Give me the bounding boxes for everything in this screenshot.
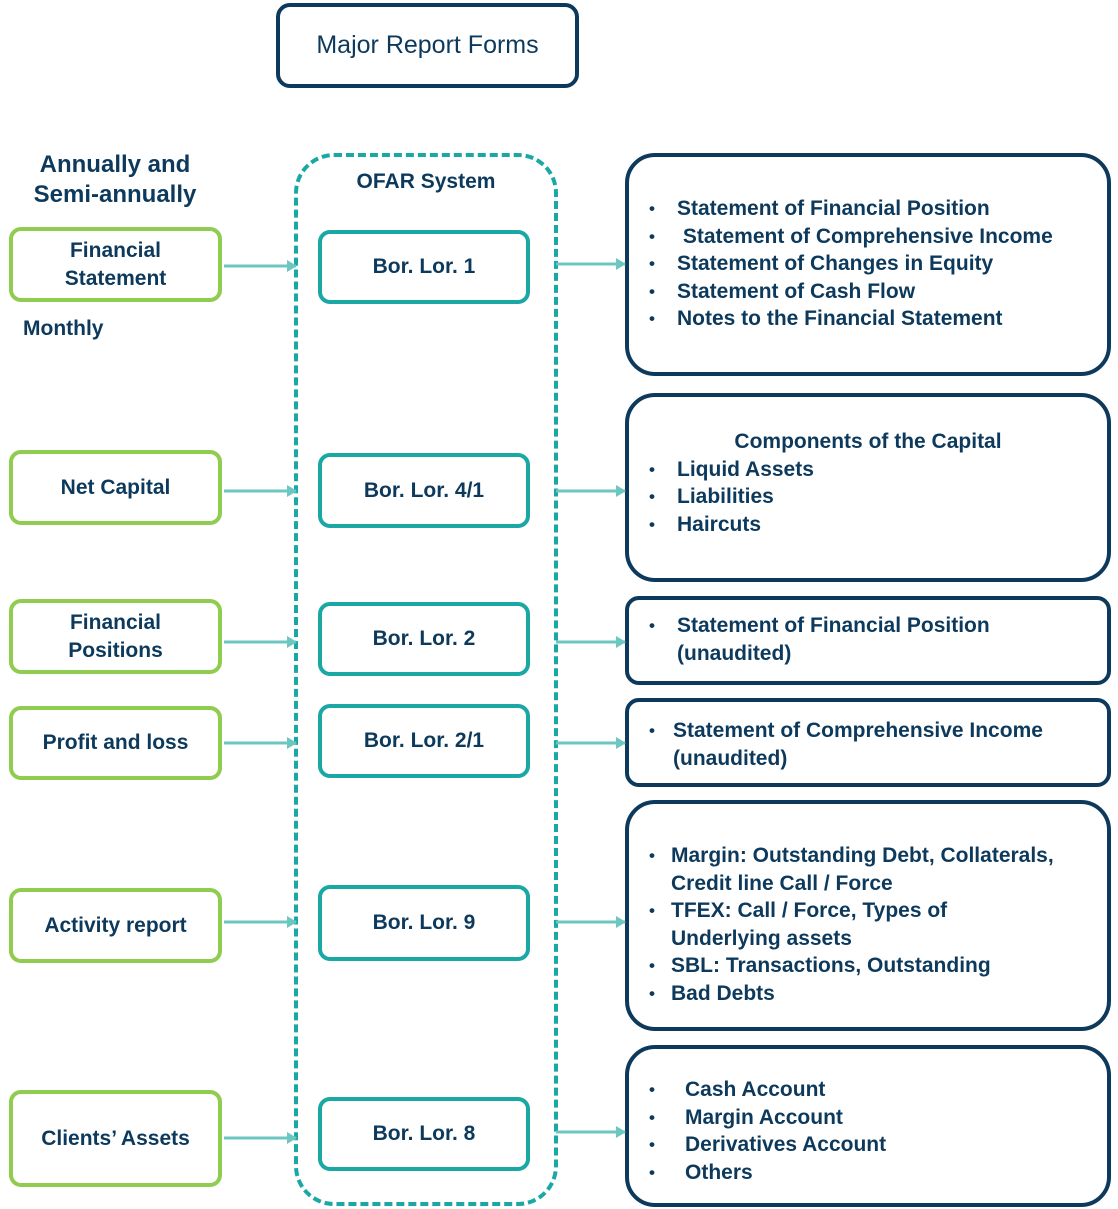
detail-item: Margin: Outstanding Debt, Collaterals, <box>629 842 1107 870</box>
ofar-system-frame <box>294 153 558 1206</box>
source-label-line1: Activity report <box>44 913 187 937</box>
ofar-system-label: OFAR System <box>356 170 496 193</box>
detail-item: Notes to the Financial Statement <box>629 305 1107 333</box>
detail-item: Statement of Cash Flow <box>629 278 1107 306</box>
detail-item: Derivatives Account <box>629 1131 1107 1159</box>
detail-box-bor-lor-2-1: Statement of Comprehensive Income (unaud… <box>625 698 1111 787</box>
frequency-annual-line2: Semi-annually <box>33 181 197 208</box>
form-box-bor-lor-9: Bor. Lor. 9 <box>318 885 530 961</box>
frequency-monthly-label: Monthly <box>23 317 104 340</box>
detail-box-bor-lor-2: Statement of Financial Position (unaudit… <box>625 596 1111 685</box>
source-label-line1: Financial <box>69 610 161 634</box>
source-box-net-capital: Net Capital <box>9 450 222 525</box>
source-box-clients-assets: Clients’ Assets <box>9 1090 222 1187</box>
detail-box-bor-lor-8: Cash Account Margin Account Derivatives … <box>625 1045 1111 1207</box>
detail-item: Haircuts <box>629 511 1107 539</box>
detail-item: Statement of Comprehensive Income <box>629 223 1107 251</box>
detail-item: Liquid Assets <box>629 456 1107 484</box>
detail-item: TFEX: Call / Force, Types of <box>629 897 1107 925</box>
source-box-profit-and-loss: Profit and loss <box>9 706 222 780</box>
diagram-title: Major Report Forms <box>276 3 579 88</box>
source-label-line1: Clients’ Assets <box>41 1126 190 1150</box>
detail-item: Cash Account <box>629 1076 1107 1104</box>
source-label-line2: Positions <box>68 638 163 662</box>
detail-item: Bad Debts <box>629 980 1107 1008</box>
frequency-annual-line1: Annually and <box>39 151 191 178</box>
detail-item-continued: Credit line Call / Force <box>671 871 893 895</box>
detail-box-bor-lor-4-1: Components of the Capital Liquid Assets … <box>625 393 1111 582</box>
detail-item: SBL: Transactions, Outstanding <box>629 952 1107 980</box>
source-label-line1: Profit and loss <box>42 731 189 754</box>
source-label-line1: Net Capital <box>60 475 171 499</box>
source-label-line1: Financial <box>69 238 162 262</box>
detail-item: (unaudited) <box>677 641 792 665</box>
form-box-bor-lor-2: Bor. Lor. 2 <box>318 602 530 676</box>
detail-item: Statement of Changes in Equity <box>629 250 1107 278</box>
form-box-bor-lor-4-1: Bor. Lor. 4/1 <box>318 453 530 528</box>
detail-item: (unaudited) <box>673 746 788 770</box>
detail-item: Statement of Financial Position <box>629 195 1107 223</box>
detail-item: Statement of Financial Position <box>629 612 1107 640</box>
detail-item-continued: Underlying assets <box>671 926 852 950</box>
detail-item: Statement of Comprehensive Income <box>629 717 1107 745</box>
detail-box-bor-lor-1: Statement of Financial Position Statemen… <box>625 153 1111 376</box>
form-box-bor-lor-8: Bor. Lor. 8 <box>318 1097 530 1171</box>
frequency-annual-label: Annually and Semi-annually <box>10 150 220 210</box>
form-box-bor-lor-2-1: Bor. Lor. 2/1 <box>318 704 530 778</box>
form-box-bor-lor-1: Bor. Lor. 1 <box>318 230 530 304</box>
diagram-title-text: Major Report Forms <box>316 31 539 59</box>
detail-box-bor-lor-9: Margin: Outstanding Debt, Collaterals, C… <box>625 800 1111 1031</box>
source-label-line2: Statement <box>64 266 167 290</box>
detail-item: Liabilities <box>629 483 1107 511</box>
detail-item: Margin Account <box>629 1104 1107 1132</box>
detail-heading: Components of the Capital <box>734 430 1002 453</box>
detail-item: Others <box>629 1159 1107 1187</box>
source-box-activity-report: Activity report <box>9 888 222 963</box>
